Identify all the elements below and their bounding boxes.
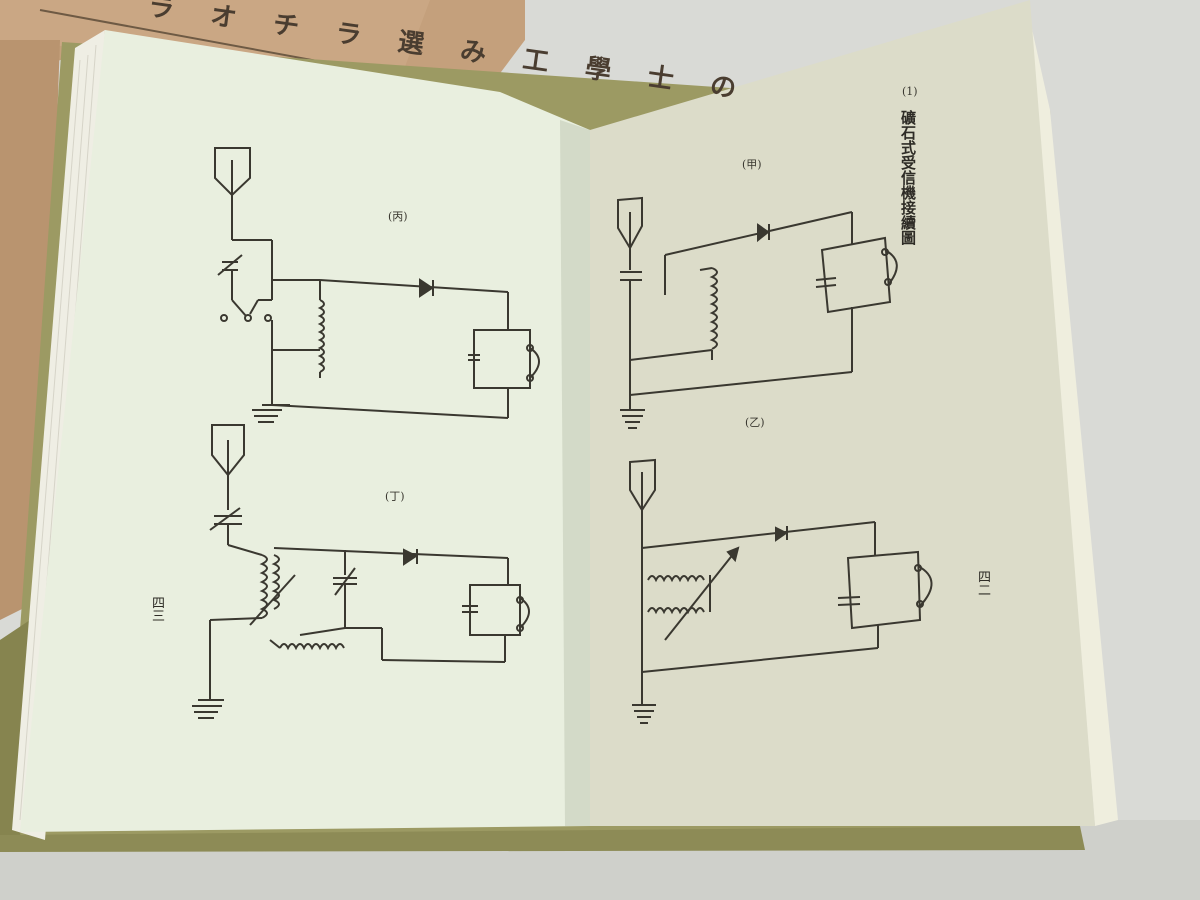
left-page	[20, 30, 590, 832]
right-page-number: 四二	[975, 570, 990, 596]
diagram-label-jia: (甲)	[742, 158, 762, 171]
schematic-jia	[617, 196, 898, 429]
right-page-edges	[1030, 20, 1118, 826]
gutter-shadow	[560, 120, 590, 826]
schematic-yi	[629, 458, 933, 724]
schematic-bing	[214, 147, 540, 423]
diagram-label-ding: (丁)	[385, 490, 405, 503]
right-page	[590, 0, 1095, 826]
diagram-label-yi: (乙)	[745, 416, 765, 429]
left-page-number: 四三	[149, 596, 164, 622]
diagram-label-bing: (丙)	[388, 210, 408, 223]
plate-title: 礦石式受信機接續圖	[899, 110, 917, 245]
schematic-ding	[192, 424, 530, 719]
plate-number: (1)	[902, 85, 918, 98]
